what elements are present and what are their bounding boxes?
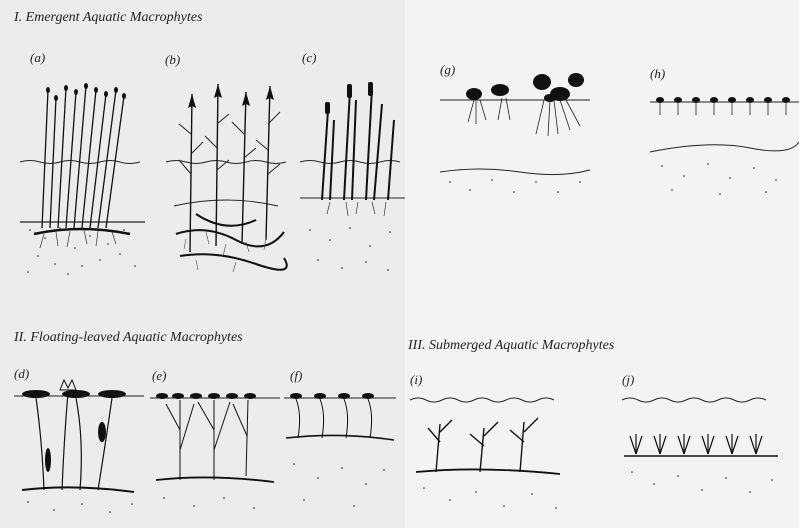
- label-i: (i): [410, 372, 422, 388]
- heading-submerged: III. Submerged Aquatic Macrophytes: [408, 338, 614, 354]
- panel-i-illustration: [410, 388, 570, 524]
- panel-j-illustration: [622, 388, 782, 524]
- heading-floating: II. Floating-leaved Aquatic Macrophytes: [14, 330, 243, 346]
- label-c: (c): [302, 50, 316, 66]
- label-j: (j): [622, 372, 634, 388]
- panel-f-illustration: [284, 384, 396, 520]
- panel-a-illustration: [20, 78, 145, 278]
- label-h: (h): [650, 66, 665, 82]
- panel-g-illustration: [440, 70, 600, 200]
- label-a: (a): [30, 50, 45, 66]
- label-f: (f): [290, 368, 302, 384]
- panel-e-illustration: [150, 380, 280, 520]
- panel-b-illustration: [166, 74, 286, 274]
- panel-h-illustration: [650, 86, 799, 206]
- heading-emergent: I. Emergent Aquatic Macrophytes: [14, 10, 202, 26]
- label-b: (b): [165, 52, 180, 68]
- panel-c-illustration: [300, 80, 405, 280]
- panel-d-illustration: [14, 380, 144, 520]
